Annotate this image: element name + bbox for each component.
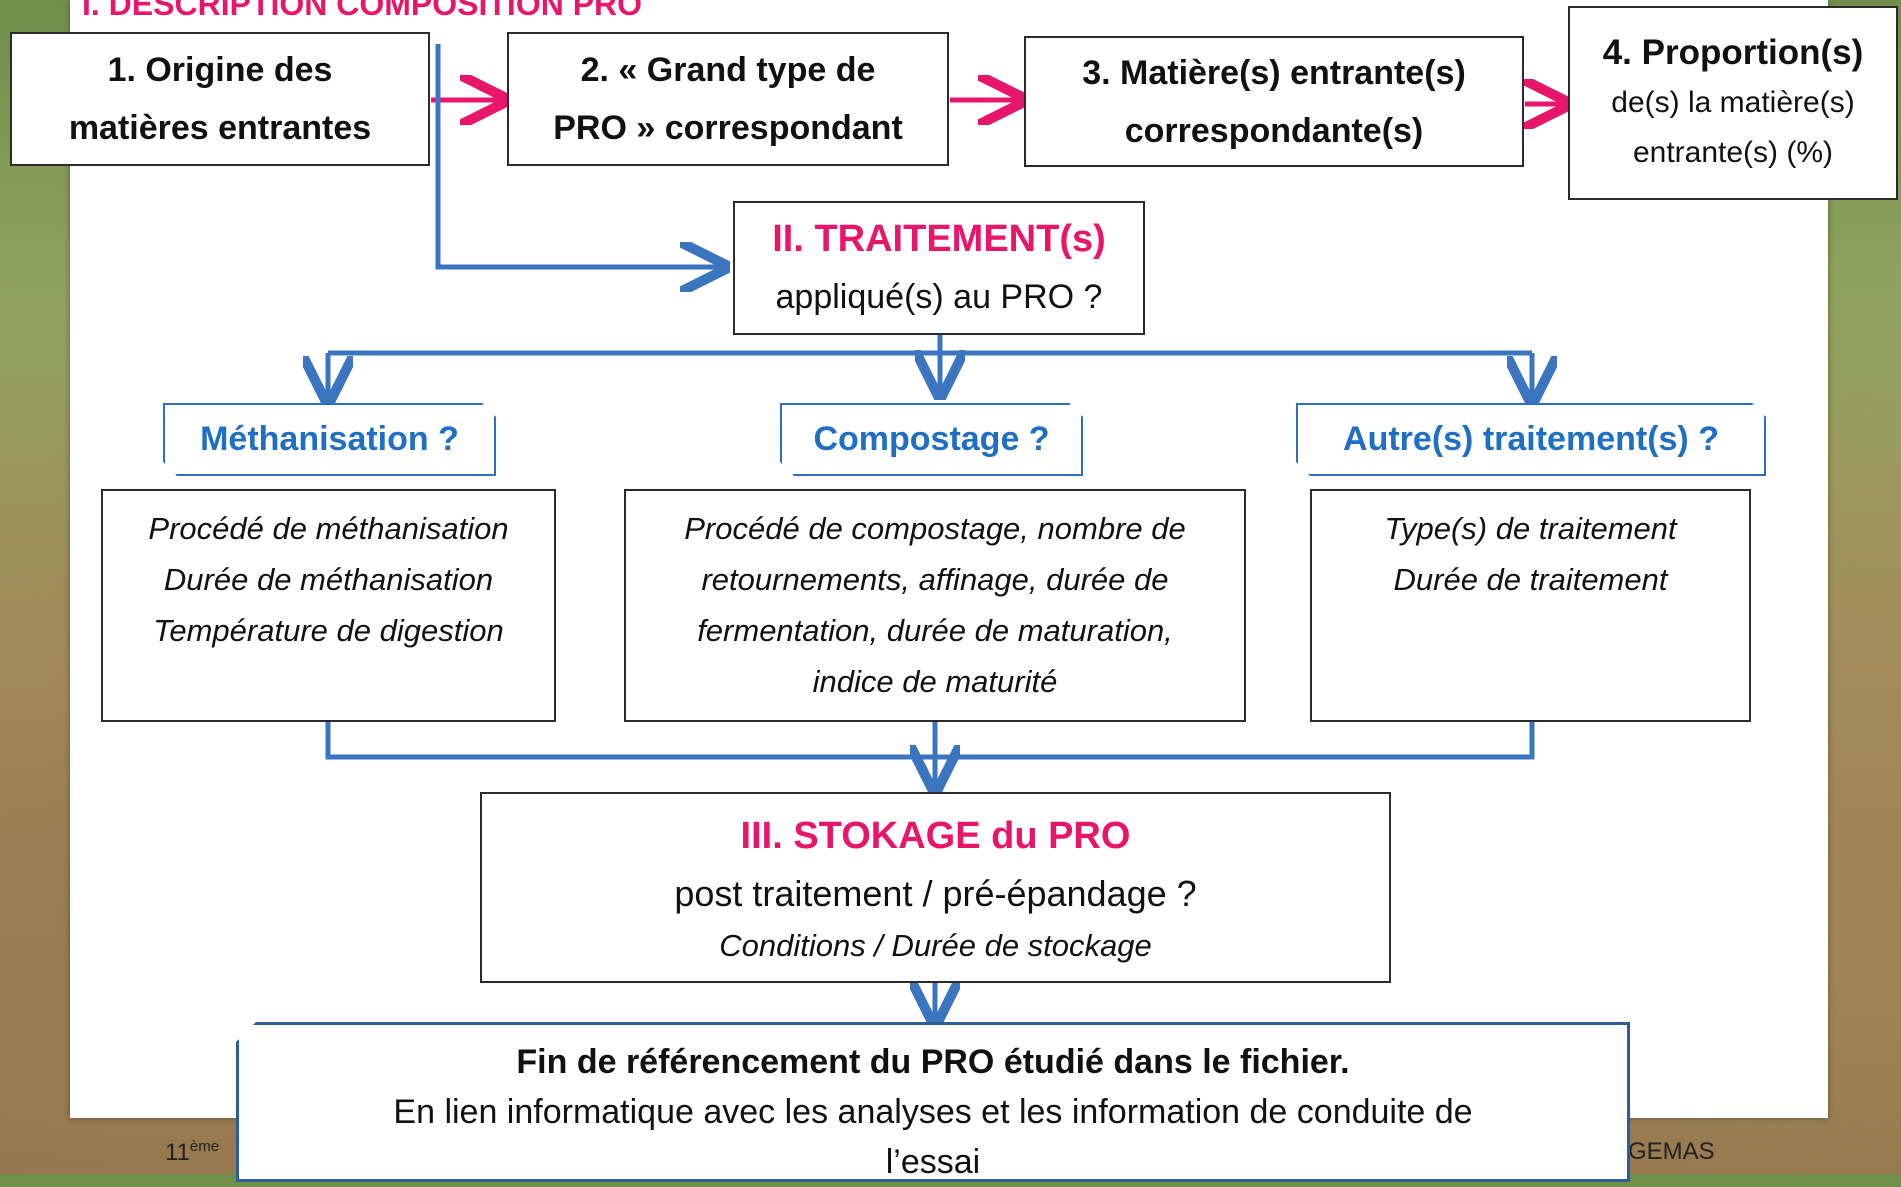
step-2-line2: PRO » correspondant bbox=[553, 99, 903, 157]
step-3-matiere: 3. Matière(s) entrante(s) correspondante… bbox=[1024, 36, 1524, 167]
fin-referencement-box: Fin de référencement du PRO étudié dans … bbox=[236, 1022, 1630, 1182]
footer-left-sup: ème bbox=[189, 1138, 220, 1155]
stokage-detail: Conditions / Durée de stockage bbox=[719, 927, 1152, 963]
detail-autre-item: Durée de traitement bbox=[1393, 562, 1668, 597]
detail-compostage-item: retournements, affinage, durée de bbox=[701, 562, 1169, 597]
step-1-line2: matières entrantes bbox=[68, 109, 372, 147]
fin-line3: l’essai bbox=[885, 1143, 981, 1181]
detail-autre-item: Type(s) de traitement bbox=[1384, 511, 1677, 546]
tab-methanisation: Méthanisation ? bbox=[163, 403, 496, 476]
step-3-line2: correspondante(s) bbox=[1124, 111, 1424, 150]
detail-compostage-item: indice de maturité bbox=[812, 664, 1058, 699]
step-4-line3: entrante(s) (%) bbox=[1632, 136, 1834, 169]
detail-compostage: Procédé de compostage, nombre de retourn… bbox=[624, 489, 1246, 722]
step-4-line2: de(s) la matière(s) bbox=[1611, 86, 1855, 119]
fin-line1: Fin de référencement du PRO étudié dans … bbox=[516, 1043, 1350, 1081]
step-2-line1: 2. « Grand type de bbox=[580, 51, 876, 89]
stokage-title: III. STOKAGE du PRO bbox=[740, 814, 1131, 857]
step-1-line1: 1. Origine des bbox=[107, 51, 333, 89]
traitement-subtitle: appliqué(s) au PRO ? bbox=[775, 278, 1103, 316]
stokage-subtitle: post traitement / pré-épandage ? bbox=[674, 872, 1197, 914]
detail-autre: Type(s) de traitement Durée de traitemen… bbox=[1310, 489, 1751, 722]
step-2-line2a: PRO bbox=[553, 109, 627, 147]
fin-line2: En lien informatique avec les analyses e… bbox=[393, 1093, 1473, 1131]
step-2-line2b: » correspondant bbox=[636, 109, 903, 147]
step-1-origine: 1. Origine des matières entrantes bbox=[10, 32, 430, 166]
footer-left-number: 11 bbox=[165, 1139, 190, 1166]
detail-methanisation-item: Durée de méthanisation bbox=[163, 562, 494, 597]
detail-methanisation-item: Procédé de méthanisation bbox=[148, 511, 509, 546]
step-3-line1: 3. Matière(s) entrante(s) bbox=[1082, 53, 1466, 92]
section-title: I. DESCRIPTION COMPOSITION PRO bbox=[82, 0, 643, 22]
step-4-proportion: 4. Proportion(s) de(s) la matière(s) ent… bbox=[1568, 6, 1898, 200]
step-2-grand-type: 2. « Grand type de PRO » correspondant bbox=[507, 32, 949, 166]
stokage-box: III. STOKAGE du PRO post traitement / pr… bbox=[480, 792, 1391, 983]
tab-compostage: Compostage ? bbox=[780, 403, 1083, 476]
detail-methanisation: Procédé de méthanisation Durée de méthan… bbox=[101, 489, 556, 722]
footer-left: 11ème bbox=[165, 1138, 219, 1167]
tab-autre-traitement: Autre(s) traitement(s) ? bbox=[1296, 403, 1766, 476]
detail-compostage-item: Procédé de compostage, nombre de bbox=[684, 511, 1186, 546]
step-4-line1: 4. Proportion(s) bbox=[1602, 33, 1864, 72]
traitement-title: II. TRAITEMENT(s) bbox=[772, 218, 1106, 260]
detail-methanisation-item: Température de digestion bbox=[153, 613, 504, 648]
detail-compostage-item: fermentation, durée de maturation, bbox=[697, 613, 1173, 648]
traitement-box: II. TRAITEMENT(s) appliqué(s) au PRO ? bbox=[733, 201, 1145, 335]
footer-right: GEMAS bbox=[1628, 1138, 1715, 1165]
